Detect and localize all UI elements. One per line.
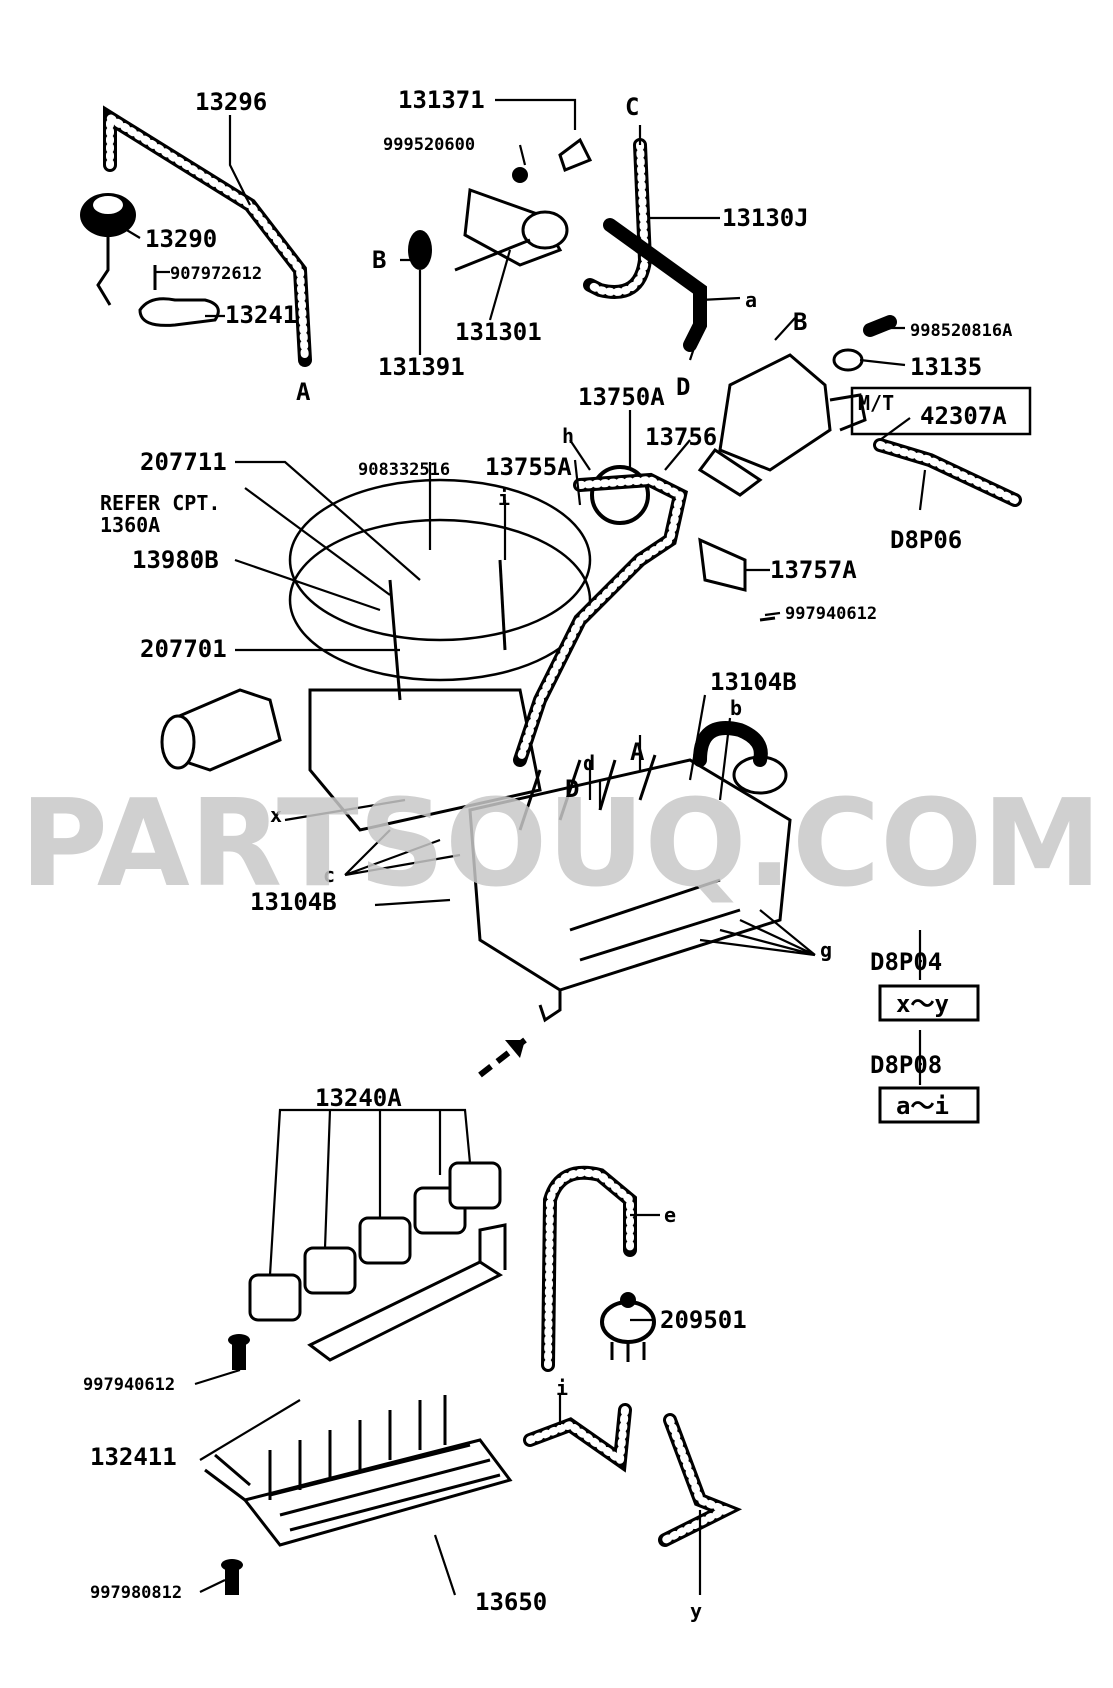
air-cleaner-drawing <box>160 465 788 832</box>
label-g: g <box>820 938 832 962</box>
label-13757a: 13757A <box>770 556 857 584</box>
label-13290: 13290 <box>145 225 217 253</box>
hose-d8p06-drawing <box>873 438 1022 507</box>
bracket-13241-drawing <box>138 265 220 327</box>
vacuum-manifold-drawing <box>468 754 792 1023</box>
leader-lines <box>109 98 927 1596</box>
label-13650: 13650 <box>475 1588 547 1616</box>
label-d8p06: D8P06 <box>890 526 962 554</box>
label-d-lower: d <box>583 751 595 775</box>
bolts-drawing <box>221 616 776 1595</box>
label-13756: 13756 <box>645 423 717 451</box>
label-908332516: 908332516 <box>358 460 450 480</box>
ref-d8p08-range: a～i <box>896 1092 949 1120</box>
label-mt: M/T <box>858 391 894 415</box>
ref-d8p04-label: D8P04 <box>870 948 942 976</box>
label-13241: 13241 <box>225 301 297 329</box>
label-a-lower: A <box>630 738 645 766</box>
vacuum-actuator-13290-drawing <box>80 193 136 306</box>
label-b-right: B <box>793 308 807 336</box>
label-997940612-top: 997940612 <box>785 604 877 624</box>
label-b-left: B <box>372 246 386 274</box>
label-x: x <box>270 803 282 827</box>
label-1360a: 1360A <box>100 513 160 537</box>
label-13755a: 13755A <box>485 453 572 481</box>
label-c-lower: c <box>323 863 335 887</box>
hose-i-drawing <box>523 1403 632 1473</box>
label-131301: 131301 <box>455 318 542 346</box>
label-132411: 132411 <box>90 1443 177 1471</box>
label-207701: 207701 <box>140 635 227 663</box>
mt-box <box>850 386 1032 436</box>
watermark-text: PARTSOUQ.COM <box>20 775 1102 914</box>
hose-998520816a-drawing <box>863 315 897 337</box>
label-207711: 207711 <box>140 448 227 476</box>
label-42307a: 42307A <box>920 402 1007 430</box>
label-b-lower: b <box>730 696 742 720</box>
hose-13130j-drawing <box>583 138 707 352</box>
ref-d8p04-box <box>878 984 980 1022</box>
assembly-arrow-head <box>505 1040 525 1058</box>
label-a-hose: a <box>745 288 757 312</box>
sensor-209501-drawing <box>600 1292 656 1362</box>
label-13296: 13296 <box>195 88 267 116</box>
label-13240a: 13240A <box>315 1084 402 1112</box>
label-998520816a: 998520816A <box>910 321 1012 341</box>
ref-d8p08-label: D8P08 <box>870 1051 942 1079</box>
label-e: e <box>664 1203 676 1227</box>
label-131371: 131371 <box>398 86 485 114</box>
label-13130j: 13130J <box>722 204 809 232</box>
label-d-upper: D <box>565 775 579 803</box>
label-h: h <box>562 424 574 448</box>
valve-131301-drawing <box>408 137 593 272</box>
label-refer-cpt: REFER CPT. <box>100 491 220 515</box>
label-13104b-bottom: 13104B <box>250 888 337 916</box>
label-999520600: 999520600 <box>383 135 475 155</box>
label-i-lower: i <box>556 1376 568 1400</box>
label-997940612-bottom: 997940612 <box>83 1375 175 1395</box>
solenoid-valve-drawing <box>697 353 867 497</box>
label-13980b: 13980B <box>132 546 219 574</box>
label-a-top: A <box>296 378 311 406</box>
label-13750a: 13750A <box>578 383 665 411</box>
vsv-valves-13240a-drawing <box>248 1161 502 1322</box>
label-d-top: D <box>676 373 690 401</box>
label-13135: 13135 <box>910 353 982 381</box>
label-y: y <box>690 1599 702 1623</box>
pipe-assembly-13650-drawing <box>204 1395 513 1547</box>
label-i-mid: i <box>498 486 510 510</box>
hose-y-drawing <box>658 1413 743 1547</box>
label-131391: 131391 <box>378 353 465 381</box>
bracket-132411-drawing <box>307 1223 507 1362</box>
label-209501: 209501 <box>660 1306 747 1334</box>
label-c-top: C <box>625 93 639 121</box>
label-907972612: 907972612 <box>170 264 262 284</box>
label-997980812: 997980812 <box>90 1583 182 1603</box>
hose-e-drawing <box>541 1165 637 1372</box>
label-13104b-top: 13104B <box>710 668 797 696</box>
gasket-13135-drawing <box>832 348 864 372</box>
ref-d8p04-range: x～y <box>896 990 949 1018</box>
ref-d8p08-box <box>878 1086 980 1124</box>
